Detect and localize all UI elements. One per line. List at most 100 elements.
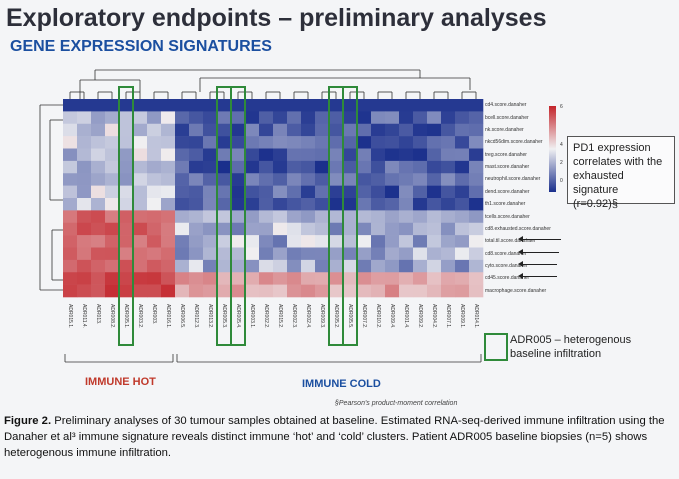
heatmap-cell — [119, 247, 134, 261]
colorbar-tick: 4 — [560, 142, 563, 148]
heatmap-cell — [273, 99, 288, 112]
heatmap-cell — [455, 136, 470, 149]
heatmap-cell — [217, 148, 232, 162]
heatmap-cell — [217, 160, 232, 174]
heatmap-cell — [315, 259, 330, 273]
heatmap-cell — [63, 111, 78, 125]
arrow-cyto — [518, 273, 557, 279]
heatmap-cell — [371, 148, 386, 162]
heatmap-cell — [147, 210, 162, 224]
heatmap-cell — [259, 272, 274, 285]
heatmap-cell — [203, 148, 218, 162]
heatmap-cell — [343, 111, 358, 125]
heatmap-cell — [161, 123, 176, 137]
heatmap-cell — [371, 99, 386, 112]
page-title: Exploratory endpoints – preliminary anal… — [6, 4, 547, 32]
heatmap-cell — [91, 111, 106, 125]
heatmap-cell — [273, 210, 288, 224]
heatmap-cell — [217, 99, 232, 112]
column-label: ADR003.2. — [137, 304, 143, 329]
heatmap-cell — [259, 198, 274, 211]
row-label: neutrophil.score.danaher — [485, 176, 541, 183]
heatmap-cell — [161, 160, 176, 174]
pd1-line: correlates with the — [573, 156, 663, 168]
heatmap-cell — [413, 111, 428, 125]
heatmap-cell — [231, 210, 246, 224]
heatmap-cell — [273, 284, 288, 298]
heatmap-cell — [427, 99, 442, 112]
column-label: ADR015.1. — [67, 304, 73, 329]
heatmap-cell — [455, 247, 470, 261]
heatmap-cell — [133, 222, 148, 236]
heatmap-cell — [63, 123, 78, 137]
heatmap-cell — [455, 160, 470, 174]
pd1-line: exhausted signature — [573, 170, 624, 196]
heatmap-cell — [315, 111, 330, 125]
heatmap-cell — [427, 185, 442, 199]
heatmap-cell — [133, 99, 148, 112]
heatmap-cell — [441, 148, 456, 162]
heatmap-cell — [301, 99, 316, 112]
heatmap-cell — [175, 185, 190, 199]
column-label: ADR008.2. — [109, 304, 115, 329]
heatmap-cell — [77, 198, 92, 211]
heatmap-cell — [455, 210, 470, 224]
heatmap-cell — [245, 99, 260, 112]
row-label: mast.score.danaher — [485, 164, 530, 171]
heatmap-cell — [371, 185, 386, 199]
heatmap-cell — [469, 111, 484, 125]
heatmap-cell — [287, 210, 302, 224]
heatmap-cell — [105, 148, 120, 162]
heatmap-cell — [413, 123, 428, 137]
heatmap-cell — [105, 247, 120, 261]
heatmap-cell — [287, 235, 302, 248]
heatmap-cell — [371, 173, 386, 186]
heatmap-cell — [175, 210, 190, 224]
heatmap-cell — [469, 259, 484, 273]
heatmap-cell — [455, 222, 470, 236]
heatmap-cell — [217, 123, 232, 137]
heatmap-cell — [175, 272, 190, 285]
heatmap-cell — [287, 123, 302, 137]
heatmap-cell — [105, 111, 120, 125]
heatmap-cell — [189, 185, 204, 199]
heatmap-cell — [63, 259, 78, 273]
heatmap-cell — [413, 185, 428, 199]
heatmap-cell — [203, 222, 218, 236]
row-label: tcells.score.danaher — [485, 213, 530, 220]
heatmap-cell — [231, 259, 246, 273]
heatmap-cell — [357, 185, 372, 199]
heatmap-cell — [427, 272, 442, 285]
heatmap-cell — [133, 247, 148, 261]
heatmap-cell — [245, 272, 260, 285]
legend-line: baseline infiltration — [510, 348, 602, 360]
column-label: ADR006.5. — [179, 304, 185, 329]
heatmap-cell — [63, 160, 78, 174]
row-label: cd8.score.danaher — [485, 250, 527, 257]
heatmap-cell — [147, 259, 162, 273]
heatmap-cell — [399, 111, 414, 125]
adr005-highlight-box — [230, 86, 246, 346]
column-label: ADR009.2. — [417, 304, 423, 329]
heatmap-cell — [105, 272, 120, 285]
heatmap-cell — [357, 259, 372, 273]
heatmap-cell — [455, 198, 470, 211]
heatmap-cell — [427, 160, 442, 174]
heatmap-cell — [385, 185, 400, 199]
heatmap-cell — [133, 235, 148, 248]
heatmap-cell — [385, 210, 400, 224]
heatmap-cell — [273, 111, 288, 125]
heatmap-cell — [119, 185, 134, 199]
heatmap-cell — [301, 173, 316, 186]
heatmap-cell — [189, 160, 204, 174]
heatmap-cell — [259, 123, 274, 137]
heatmap-cell — [161, 173, 176, 186]
heatmap-cell — [189, 247, 204, 261]
heatmap-cell — [371, 235, 386, 248]
heatmap-cell — [63, 235, 78, 248]
heatmap-cell — [301, 235, 316, 248]
heatmap-cell — [133, 160, 148, 174]
heatmap-cell — [217, 259, 232, 273]
heatmap-cell — [189, 284, 204, 298]
heatmap-cell — [469, 198, 484, 211]
